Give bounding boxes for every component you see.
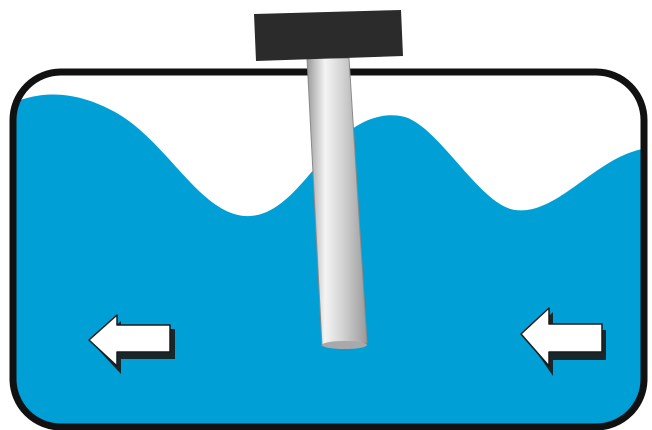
probe-tip bbox=[322, 341, 367, 349]
probe-cap bbox=[254, 10, 403, 61]
